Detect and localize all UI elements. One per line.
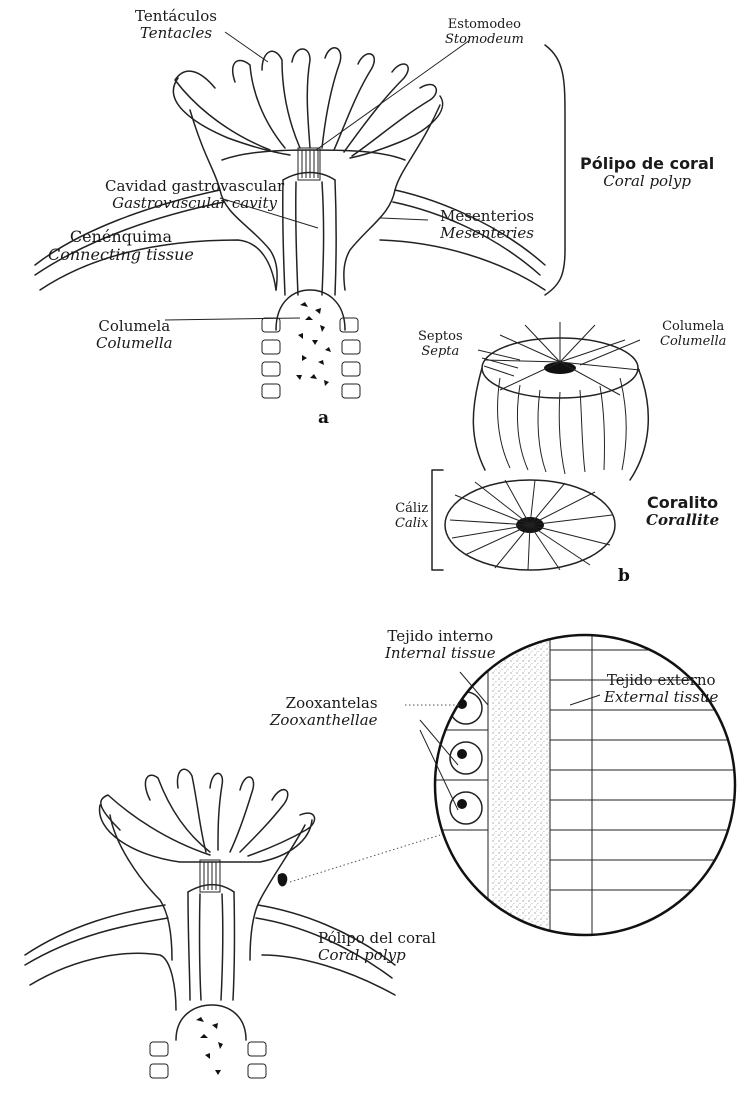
label-zooxanthellae: Zooxantelas Zooxanthellae: [270, 695, 378, 730]
label-columella-a-es: Columela: [96, 318, 173, 335]
corallite-b-drawing: [445, 322, 648, 570]
polyp-a-tentacles: [173, 48, 442, 158]
label-calix-es: Cáliz: [395, 502, 428, 517]
label-tentacles: Tentáculos Tentacles: [135, 8, 217, 43]
title-corallite-es: Coralito: [646, 494, 719, 512]
label-internal-tissue-es: Tejido interno: [385, 628, 496, 645]
columella-a-fragments: [296, 302, 331, 386]
label-coenenchyme: Cenénquima Connecting tissue: [48, 228, 194, 265]
title-coral-polyp-en: Coral polyp: [580, 173, 714, 190]
label-zooxanthellae-en: Zooxanthellae: [270, 712, 378, 729]
label-columella-a-en: Columella: [96, 335, 173, 352]
label-calix-en: Calix: [395, 517, 428, 532]
label-polyp-c: Pólipo del coral Coral polyp: [318, 930, 436, 965]
polyp-c-drawing: [25, 769, 395, 1078]
label-septa-es: Septos: [418, 330, 463, 345]
label-external-tissue-en: External tissue: [604, 689, 718, 706]
label-stomodeum: Estomodeo Stomodeum: [445, 18, 524, 48]
label-gastrovascular-es: Cavidad gastrovascular: [105, 178, 284, 195]
panel-letter-b: b: [618, 566, 630, 586]
label-external-tissue-es: Tejido externo: [604, 672, 718, 689]
label-coenenchyme-en: Connecting tissue: [48, 246, 194, 264]
title-coral-polyp-es: Pólipo de coral: [580, 155, 714, 173]
label-tentacles-en: Tentacles: [135, 25, 217, 42]
label-internal-tissue-en: Internal tissue: [385, 645, 496, 662]
tissue-magnifier: [420, 620, 740, 950]
label-gastrovascular-en: Gastrovascular cavity: [105, 195, 284, 212]
title-corallite-en: Corallite: [646, 512, 719, 529]
label-mesenteries: Mesenterios Mesenteries: [440, 208, 534, 243]
label-polyp-c-en: Coral polyp: [318, 947, 436, 964]
label-coenenchyme-es: Cenénquima: [48, 228, 194, 246]
label-mesenteries-es: Mesenterios: [440, 208, 534, 225]
label-stomodeum-es: Estomodeo: [445, 18, 524, 33]
label-columella-b-es: Columela: [660, 320, 726, 335]
label-columella-a: Columela Columella: [96, 318, 173, 353]
panel-letter-a: a: [318, 408, 329, 428]
label-tentacles-es: Tentáculos: [135, 8, 217, 25]
label-polyp-c-es: Pólipo del coral: [318, 930, 436, 947]
label-gastrovascular: Cavidad gastrovascular Gastrovascular ca…: [105, 178, 284, 213]
label-internal-tissue: Tejido interno Internal tissue: [385, 628, 496, 663]
label-septa: Septos Septa: [418, 330, 463, 360]
title-coral-polyp: Pólipo de coral Coral polyp: [580, 155, 714, 191]
label-external-tissue: Tejido externo External tissue: [604, 672, 718, 707]
label-columella-b-en: Columella: [660, 335, 726, 350]
label-columella-b: Columela Columella: [660, 320, 726, 350]
label-zooxanthellae-es: Zooxantelas: [270, 695, 378, 712]
bracket-calix: [432, 470, 443, 570]
label-mesenteries-en: Mesenteries: [440, 225, 534, 242]
title-corallite: Coralito Corallite: [646, 494, 719, 530]
label-calix: Cáliz Calix: [395, 502, 428, 532]
stomodeum-a: [298, 148, 320, 180]
bracket-polyp-a: [545, 45, 565, 295]
label-stomodeum-en: Stomodeum: [445, 33, 524, 48]
label-septa-en: Septa: [418, 345, 463, 360]
